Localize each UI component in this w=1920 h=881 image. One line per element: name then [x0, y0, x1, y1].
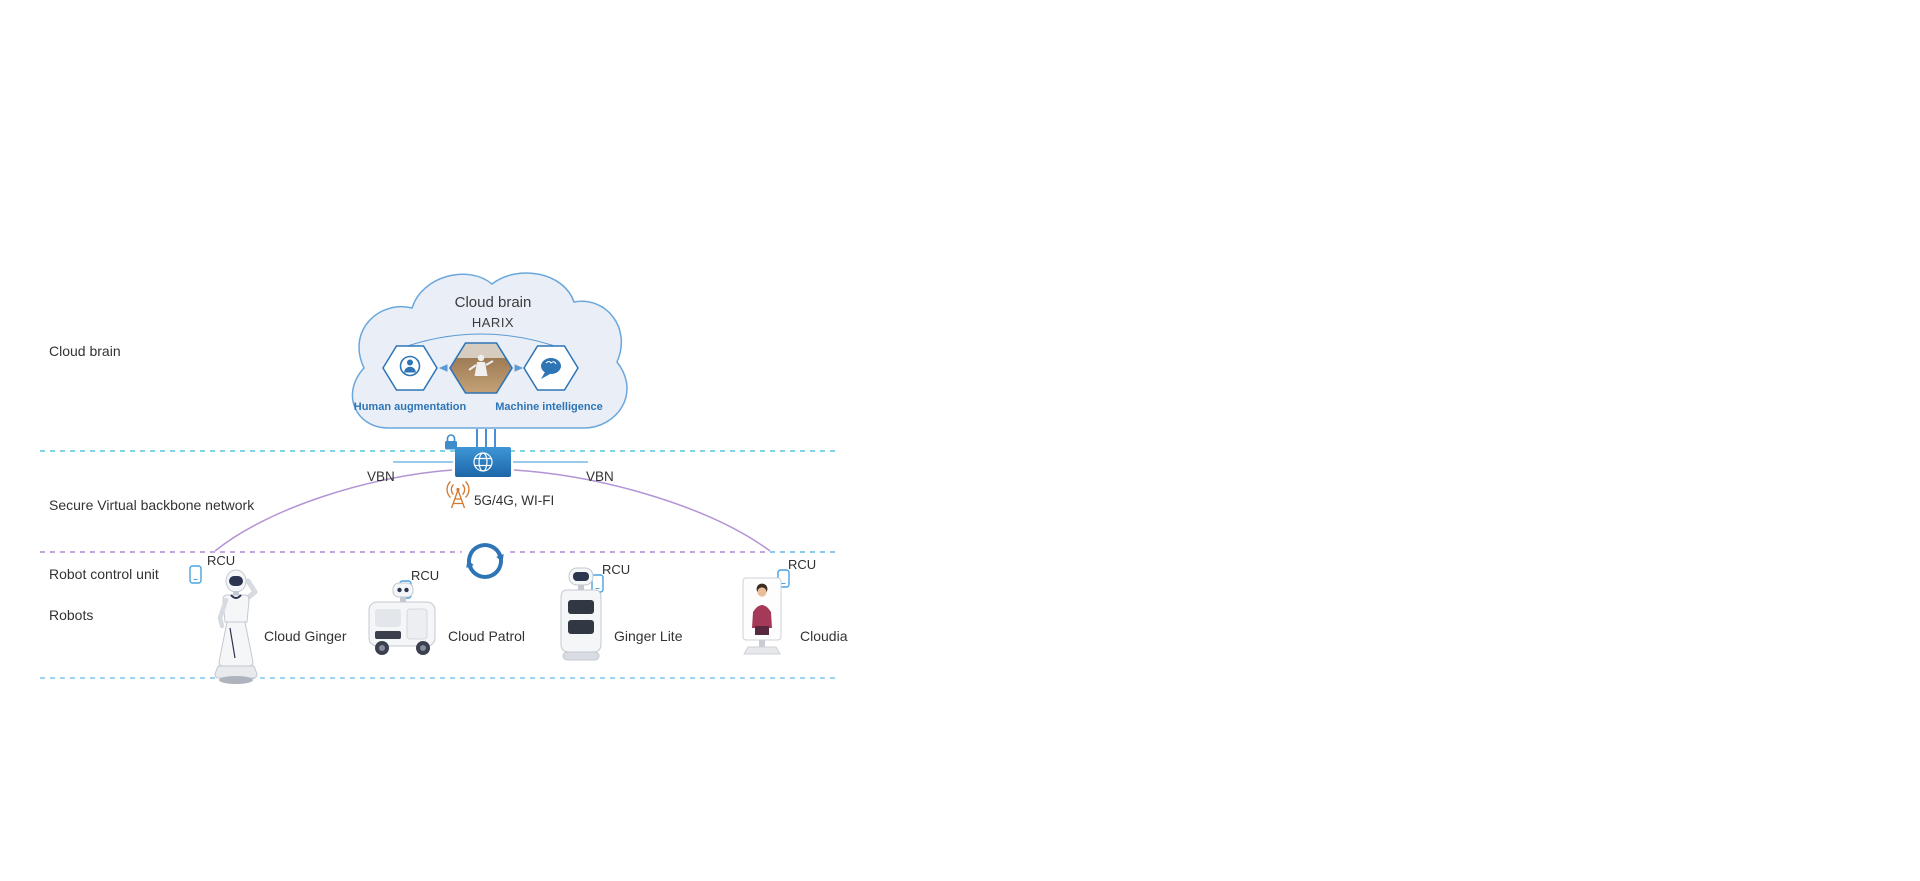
separator-bottom — [40, 677, 835, 679]
sync-icon — [460, 536, 510, 586]
vbn-label-left: VBN — [367, 469, 395, 484]
robot-cloudia-image — [742, 577, 782, 655]
human-augmentation-label: Human augmentation — [353, 401, 467, 413]
vbn-label-right: VBN — [586, 469, 614, 484]
cloud-router-connection — [445, 429, 496, 450]
robot-cloud-ginger-image — [214, 569, 258, 684]
separator-network-rcu-right — [770, 551, 835, 553]
rcu-label-4: RCU — [788, 557, 817, 572]
machine-intelligence-hexagon — [523, 345, 579, 391]
robot-cloud-patrol-image — [368, 582, 436, 655]
robot-name-cloud-ginger: Cloud Ginger — [264, 628, 347, 644]
hexagon-arrows — [439, 364, 523, 372]
human-augmentation-hexagon — [382, 345, 438, 391]
layer-label-cloud-brain: Cloud brain — [49, 343, 121, 359]
rcu-phone-icon — [189, 565, 202, 584]
person-icon — [399, 355, 421, 377]
lock-icon — [445, 434, 457, 450]
rcu-label-1: RCU — [207, 553, 236, 568]
separator-cloud-network — [40, 450, 835, 452]
robot-photo-hexagon — [449, 342, 513, 394]
router-icon — [455, 447, 511, 477]
robot-name-ginger-lite: Ginger Lite — [614, 628, 683, 644]
antenna-icon — [446, 481, 470, 509]
diagram-graphics — [189, 272, 790, 684]
rcu-label-2: RCU — [411, 568, 440, 583]
vbn-curve-right — [513, 469, 771, 552]
robot-name-cloudia: Cloudia — [800, 628, 848, 644]
rcu-phone-icon — [591, 574, 604, 593]
layer-label-secure-vbn: Secure Virtual backbone network — [49, 497, 255, 513]
wireless-label: 5G/4G, WI-FI — [474, 493, 555, 508]
rcu-label-3: RCU — [602, 562, 631, 577]
separator-network-rcu-left — [40, 551, 770, 553]
robot-photo-figure — [468, 354, 494, 376]
layer-label-robot-control-unit: Robot control unit — [49, 566, 159, 582]
robot-ginger-lite-image — [560, 567, 602, 661]
layer-label-robots: Robots — [49, 607, 94, 623]
globe-icon — [473, 452, 493, 472]
robot-name-cloud-patrol: Cloud Patrol — [448, 628, 526, 644]
brain-bubble-icon — [541, 358, 561, 379]
machine-intelligence-label: Machine intelligence — [495, 401, 603, 413]
vbn-curve-left — [214, 469, 453, 552]
cloud-title: Cloud brain — [454, 294, 532, 311]
cloud-subtitle-harix: HARIX — [471, 315, 515, 330]
hexagon-arc-connector — [395, 333, 567, 351]
